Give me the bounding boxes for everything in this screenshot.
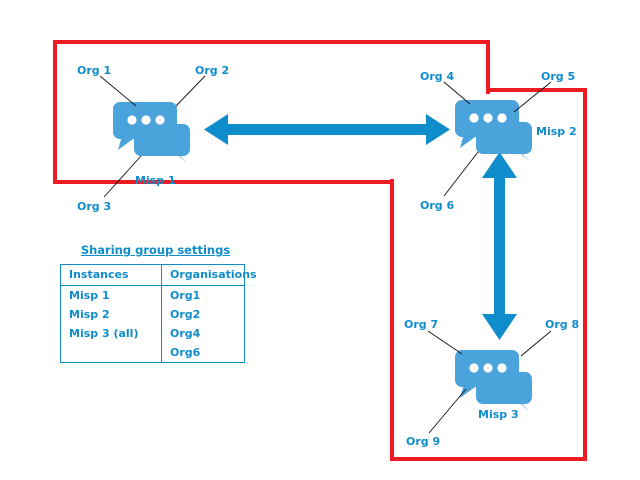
- org-label-org1: Org 1: [77, 64, 112, 77]
- leader-org6: [443, 151, 479, 197]
- leader-org8: [520, 330, 552, 357]
- node-label-misp1: Misp 1: [135, 174, 176, 187]
- cell-instance: Misp 1: [60, 285, 162, 305]
- table-row: Misp 3 (all) Org4: [60, 324, 245, 343]
- leader-org3: [103, 155, 142, 198]
- cell-organisation: Org4: [170, 327, 201, 340]
- node-misp2[interactable]: [455, 98, 533, 162]
- sharing-group-left-boundary: [53, 40, 490, 184]
- arrow-misp2-misp3: [482, 152, 517, 340]
- org-label-org2: Org 2: [195, 64, 230, 77]
- org-label-org5: Org 5: [541, 70, 576, 83]
- node-label-misp3: Misp 3: [478, 408, 519, 421]
- column-header-organisations: Organisations: [161, 264, 257, 286]
- org-label-org7: Org 7: [404, 318, 439, 331]
- cell-instance: Misp 2: [60, 305, 162, 324]
- leader-org9: [428, 388, 467, 434]
- cell-organisation: Org2: [170, 308, 201, 321]
- leader-org2: [175, 75, 206, 107]
- leader-org5: [513, 81, 552, 113]
- org-label-org8: Org 8: [545, 318, 580, 331]
- table-row: Org6: [60, 343, 245, 363]
- org-label-org4: Org 4: [420, 70, 455, 83]
- sharing-group-settings-title: Sharing group settings: [80, 243, 231, 257]
- cell-instance: Misp 3 (all): [60, 324, 162, 343]
- table-header-row: Instances Organisations: [60, 264, 257, 286]
- sharing-group-settings-block: Sharing group settings Instances Organis…: [60, 243, 257, 363]
- sharing-group-right-boundary: [390, 88, 587, 461]
- leader-org1: [99, 75, 137, 107]
- node-misp3[interactable]: [455, 348, 533, 412]
- typing-dots-icon: [127, 115, 165, 125]
- chat-bubbles-icon: [113, 100, 191, 164]
- table-row: Misp 2 Org2: [60, 305, 245, 324]
- cell-instance: [60, 343, 162, 363]
- chat-bubbles-icon: [455, 98, 533, 162]
- column-header-instances: Instances: [60, 264, 162, 286]
- org-label-org3: Org 3: [77, 200, 112, 213]
- org-label-org6: Org 6: [420, 199, 455, 212]
- node-label-misp2: Misp 2: [536, 125, 577, 138]
- typing-dots-icon: [469, 113, 507, 123]
- org-label-org9: Org 9: [406, 435, 441, 448]
- typing-dots-icon: [469, 363, 507, 373]
- cell-organisation: Org1: [170, 289, 201, 302]
- cell-organisation: Org6: [170, 346, 201, 359]
- sharing-group-settings-table: Instances Organisations Misp 1 Org1 Misp…: [60, 264, 257, 363]
- leader-org4: [443, 81, 471, 105]
- arrow-misp1-misp2: [204, 114, 450, 145]
- chat-bubbles-icon: [455, 348, 533, 412]
- table-row: Misp 1 Org1: [60, 285, 245, 305]
- leader-org7: [427, 330, 463, 355]
- node-misp1[interactable]: [113, 100, 191, 164]
